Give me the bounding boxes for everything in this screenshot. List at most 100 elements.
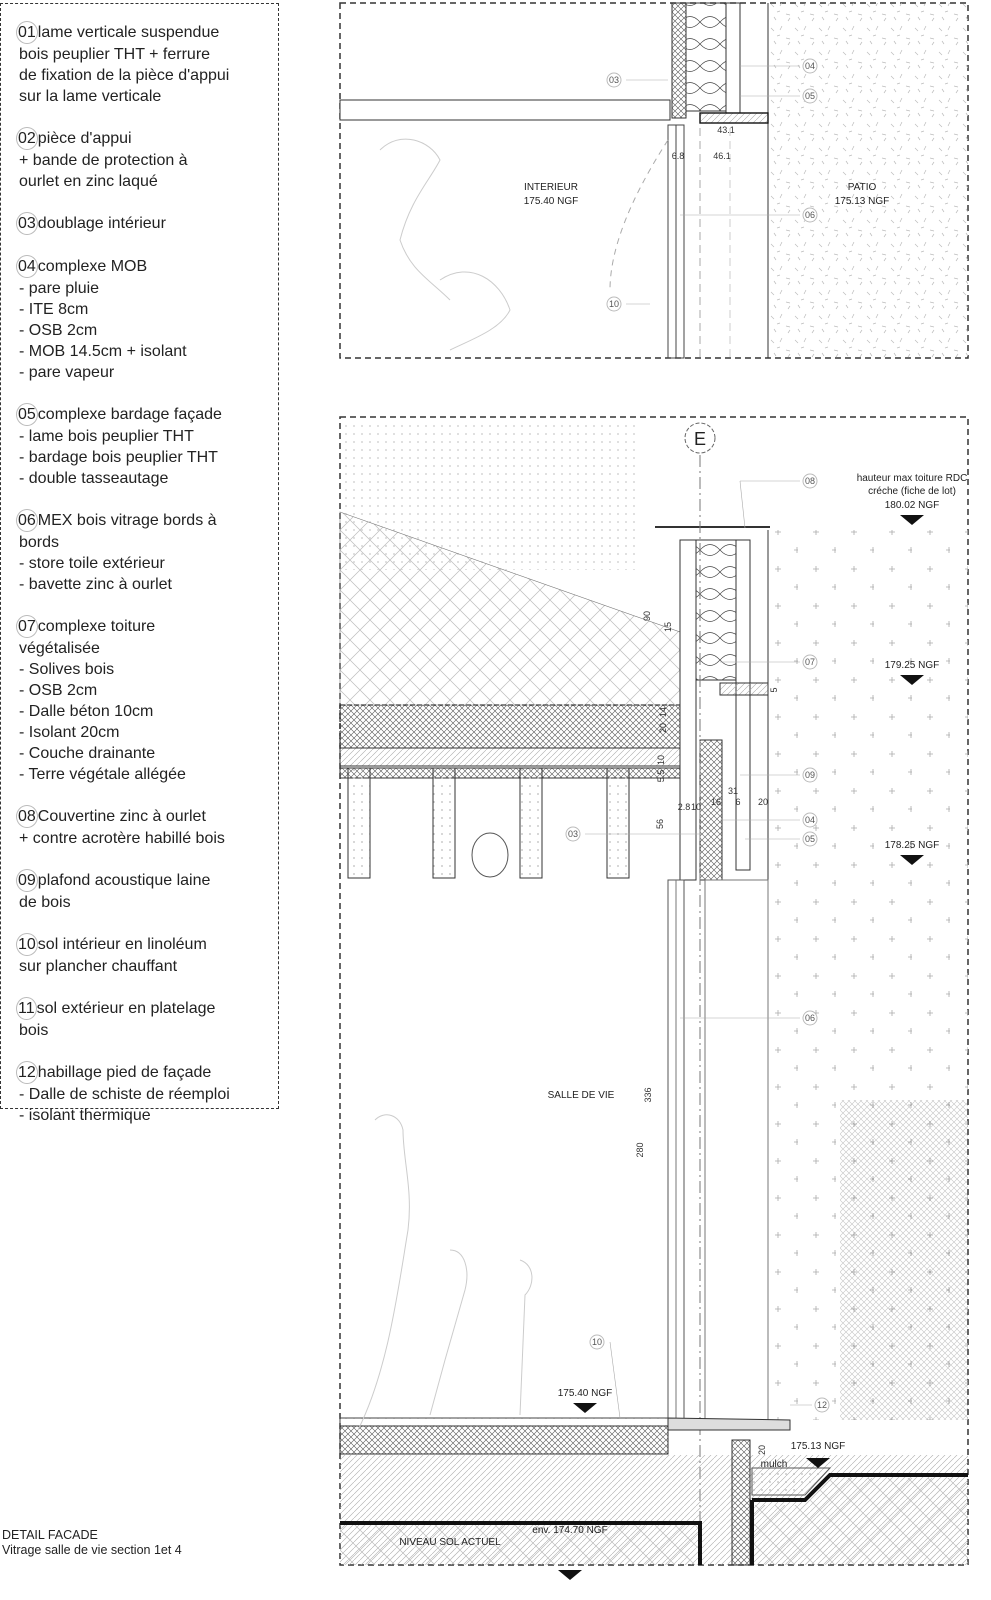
legend-text: + contre acrotère habillé bois bbox=[19, 830, 225, 847]
drawing-label: 175.40 NGF bbox=[524, 196, 578, 207]
legend-text: doublage intérieur bbox=[37, 215, 166, 232]
drawing-stroke bbox=[679, 539, 697, 881]
drawing-stroke bbox=[685, 2, 727, 112]
drawing-label: 178.25 NGF bbox=[885, 840, 939, 851]
legend-text: de fixation de la pièce d'appui bbox=[19, 67, 230, 84]
legend-line: sur plancher chauffant bbox=[19, 956, 268, 977]
legend-line: - isolant thermique bbox=[19, 1105, 268, 1126]
legend-text: complexe bardage façade bbox=[37, 406, 222, 423]
drawing-stroke bbox=[347, 767, 630, 879]
legend-number-badge: 05 bbox=[16, 403, 38, 426]
drawing-stroke bbox=[606, 767, 630, 879]
bottom-detail bbox=[339, 416, 969, 1566]
drawing-label: 20 bbox=[658, 723, 668, 733]
drawing-stroke bbox=[802, 1010, 818, 1026]
drawing-stroke bbox=[671, 2, 687, 119]
legend-text: de bois bbox=[19, 894, 71, 911]
top-detail bbox=[339, 2, 969, 359]
legend-line: sur la lame verticale bbox=[19, 86, 268, 107]
drawing-stroke bbox=[731, 1439, 751, 1566]
drawing-label: 10 bbox=[592, 1337, 602, 1347]
drawing-stroke bbox=[339, 704, 681, 749]
legend-line: - Terre végétale allégée bbox=[19, 764, 268, 785]
legend-line: - ITE 8cm bbox=[19, 299, 268, 320]
legend-line: + bande de protection à bbox=[19, 150, 268, 171]
drawing-stroke bbox=[739, 480, 746, 529]
drawing-label: 14 bbox=[658, 707, 668, 717]
legend-text: sol intérieur en linoléum bbox=[37, 936, 207, 953]
drawing-stroke bbox=[770, 3, 968, 358]
drawing-stroke bbox=[719, 682, 769, 696]
drawing-stroke bbox=[606, 296, 622, 312]
drawing-label: 5.5 bbox=[656, 770, 666, 783]
drawing-stroke bbox=[339, 747, 681, 767]
drawing-stroke bbox=[802, 812, 818, 828]
legend-text: ourlet en zinc laqué bbox=[19, 173, 158, 190]
drawing-stroke bbox=[802, 831, 818, 847]
drawing-label: 5 bbox=[769, 687, 779, 692]
top-detail-tags: 03 04 05 06 10 43.1 6.8 46.1 INTERIEUR 1… bbox=[524, 58, 889, 312]
legend-line: de bois bbox=[19, 892, 268, 913]
drawing-stroke bbox=[695, 539, 737, 681]
legend-text: - Dalle béton 10cm bbox=[19, 703, 154, 720]
drawing-stroke bbox=[814, 1397, 830, 1413]
legend-text: bois peuplier THT + ferrure bbox=[19, 46, 211, 63]
legend-number-badge: 06 bbox=[16, 509, 38, 532]
drawing-stroke bbox=[802, 88, 818, 104]
drawing-label: créche (fiche de lot) bbox=[868, 486, 956, 497]
legend-text: - Solives bois bbox=[19, 661, 115, 678]
legend-line: - Dalle de schiste de réemploi bbox=[19, 1084, 268, 1105]
legend-line: - Solives bois bbox=[19, 659, 268, 680]
drawing-stroke bbox=[357, 1114, 533, 1431]
drawing-label: 15 bbox=[663, 622, 673, 632]
drawing-label: 2.8 bbox=[678, 802, 691, 812]
drawing-label: PATIO bbox=[848, 182, 877, 193]
legend-text: habillage pied de façade bbox=[37, 1064, 212, 1081]
drawing-stroke bbox=[585, 480, 812, 1419]
drawing-stroke bbox=[900, 675, 924, 685]
drawing-stroke bbox=[802, 207, 818, 223]
legend-text: pièce d'appui bbox=[37, 130, 132, 147]
drawing-label: 04 bbox=[805, 61, 815, 71]
legend-text: lame verticale suspendue bbox=[37, 24, 220, 41]
legend-text: - Couche drainante bbox=[19, 745, 156, 762]
drawing-label: E bbox=[694, 429, 706, 449]
drawing-label: 175.13 NGF bbox=[835, 196, 889, 207]
drawing-label: 90 bbox=[642, 611, 652, 621]
drawing-stroke bbox=[900, 515, 924, 525]
drawing-stroke bbox=[471, 832, 509, 878]
legend-line: - Dalle béton 10cm bbox=[19, 701, 268, 722]
legend-number-badge: 01 bbox=[16, 21, 38, 44]
legend-text: - pare vapeur bbox=[19, 364, 115, 381]
drawing-stroke bbox=[339, 99, 671, 121]
drawing-label: 05 bbox=[805, 91, 815, 101]
legend-line: + contre acrotère habillé bois bbox=[19, 828, 268, 849]
drawing-stroke bbox=[339, 1425, 669, 1455]
legend-line: bois peuplier THT + ferrure bbox=[19, 44, 268, 65]
drawing-label: 6 bbox=[735, 797, 740, 807]
legend-number-badge: 10 bbox=[16, 933, 38, 956]
drawing-label: 46.1 bbox=[713, 151, 731, 161]
drawing-stroke bbox=[754, 1478, 968, 1565]
legend-text: - Isolant 20cm bbox=[19, 724, 120, 741]
legend-text: bords bbox=[19, 534, 60, 551]
legend-number-badge: 03 bbox=[16, 212, 38, 235]
drawing-label: 03 bbox=[568, 829, 578, 839]
drawing-stroke bbox=[704, 879, 769, 1421]
